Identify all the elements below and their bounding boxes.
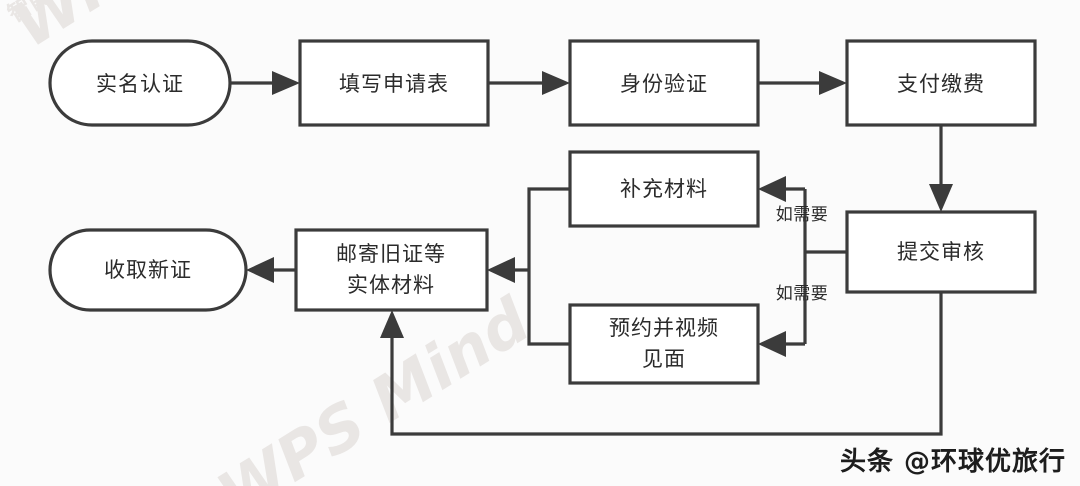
- node-mail-old-card-materials[interactable]: 邮寄旧证等 实体材料: [294, 228, 489, 312]
- edge-identity-to-payment: [758, 71, 847, 95]
- edge-review-to-video-meeting: [758, 331, 805, 357]
- node-label-identity-verification: 身份验证: [620, 72, 708, 96]
- node-label-payment: 支付缴费: [897, 72, 985, 96]
- edge-supplement-to-mail: [527, 187, 570, 270]
- edge-review-branch-spine: [803, 189, 847, 344]
- node-label-mail-old-card-materials-line2: 实体材料: [347, 273, 435, 297]
- node-supplement-materials[interactable]: 补充材料: [568, 150, 760, 228]
- edge-review-bottom-loop-to-mail: [380, 292, 943, 436]
- node-label-fill-application-form: 填写申请表: [339, 72, 449, 96]
- edge-review-to-supplement: [758, 176, 805, 202]
- node-label-receive-new-card: 收取新证: [104, 258, 192, 282]
- node-label-schedule-video-meeting-line1: 预约并视频: [609, 316, 719, 340]
- edge-video-meeting-to-mail: [527, 270, 570, 346]
- edge-spine-into-mail: [487, 257, 529, 283]
- node-identity-verification[interactable]: 身份验证: [568, 39, 760, 127]
- edge-label-branch-top: 如需要: [776, 205, 829, 225]
- node-label-real-name-verification: 实名认证: [96, 72, 184, 96]
- edge-mail-to-receive-new-card: [246, 257, 296, 283]
- node-label-supplement-materials: 补充材料: [620, 177, 708, 201]
- node-payment[interactable]: 支付缴费: [845, 39, 1037, 127]
- node-label-mail-old-card-materials-line1: 邮寄旧证等: [336, 242, 446, 266]
- node-receive-new-card[interactable]: 收取新证: [48, 228, 248, 312]
- attribution-text: 头条 @环球优旅行: [839, 447, 1066, 477]
- node-submit-review[interactable]: 提交审核: [845, 210, 1037, 294]
- edge-application-to-identity: [488, 71, 570, 95]
- node-label-submit-review: 提交审核: [897, 240, 985, 264]
- edge-label-branch-bottom: 如需要: [776, 284, 829, 304]
- node-fill-application-form[interactable]: 填写申请表: [298, 39, 490, 127]
- node-schedule-video-meeting[interactable]: 预约并视频 见面: [568, 303, 760, 385]
- edge-real-name-to-application: [230, 71, 300, 95]
- edge-payment-to-review: [929, 125, 953, 212]
- node-real-name-verification[interactable]: 实名认证: [48, 39, 232, 127]
- node-label-schedule-video-meeting-line2: 见面: [642, 347, 686, 371]
